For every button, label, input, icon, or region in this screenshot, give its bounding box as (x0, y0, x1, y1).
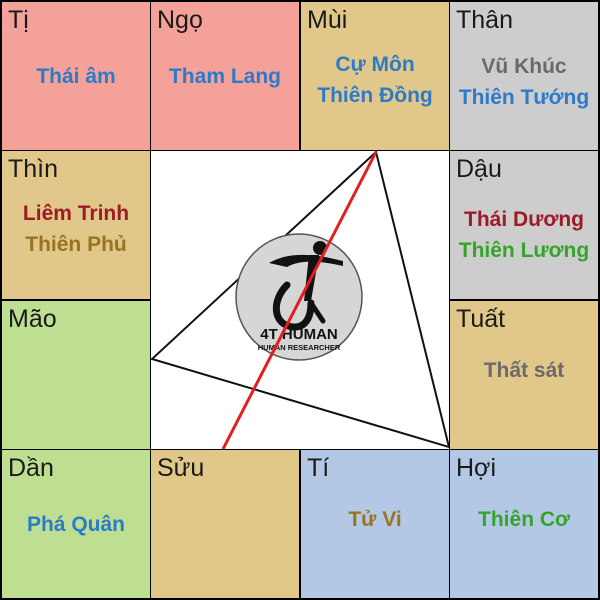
cell-hoi: Hợi Thiên Cơ (450, 450, 598, 598)
star-thien-luong: Thiên Lương (458, 239, 590, 262)
star-liem-trinh: Liêm Trinh (22, 202, 130, 225)
cell-name-ti-bottom: Tí (307, 454, 330, 482)
star-that-sat: Thất sát (483, 359, 565, 382)
logo-tagline: HUMAN RESEARCHER (258, 343, 341, 352)
cell-mui: Mùi Cự Môn Thiên Đồng (301, 2, 449, 150)
cell-mao: Mão (2, 301, 150, 449)
cell-ti-top: Tị Thái âm (2, 2, 150, 150)
cell-dau: Dậu Thái Dương Thiên Lương (450, 151, 598, 299)
logo-circle (235, 233, 363, 361)
cell-tuat: Tuất Thất sát (450, 301, 598, 449)
star-vu-khuc: Vũ Khúc (481, 55, 567, 78)
star-thien-tuong: Thiên Tướng (458, 86, 590, 109)
cell-name-mao: Mão (8, 305, 57, 333)
cell-name-than: Thân (456, 6, 513, 34)
logo-brand: 4T HUMAN (260, 326, 338, 343)
cell-name-tuat: Tuất (456, 305, 506, 333)
cell-thin: Thìn Liêm Trinh Thiên Phủ (2, 151, 150, 299)
red-diagonal-line (221, 151, 378, 449)
cell-name-ti-top: Tị (8, 6, 29, 34)
cell-name-suu: Sửu (157, 454, 205, 482)
star-tu-vi: Tử Vi (348, 508, 402, 531)
cell-name-dau: Dậu (456, 155, 502, 183)
star-thai-duong: Thái Dương (464, 208, 584, 231)
star-cu-mon: Cự Môn (335, 53, 415, 76)
star-thien-co: Thiên Cơ (478, 508, 570, 531)
cell-name-ngo: Ngọ (157, 6, 203, 34)
cell-ngo: Ngọ Tham Lang (151, 2, 299, 150)
cell-dan: Dần Phá Quân (2, 450, 150, 598)
star-thien-dong: Thiên Đồng (317, 84, 433, 107)
cell-name-thin: Thìn (8, 155, 59, 183)
cell-name-hoi: Hợi (456, 454, 497, 482)
cell-ti-bottom: Tí Tử Vi (301, 450, 449, 598)
star-pha-quan: Phá Quân (26, 513, 126, 536)
cell-name-mui: Mùi (307, 6, 348, 34)
cell-suu: Sửu (151, 450, 299, 598)
cell-than: Thân Vũ Khúc Thiên Tướng (450, 2, 598, 150)
star-thien-phu: Thiên Phủ (25, 233, 127, 256)
star-thai-am: Thái âm (36, 65, 116, 88)
cell-name-dan: Dần (8, 454, 54, 482)
center-panel: 4T HUMAN HUMAN RESEARCHER (151, 151, 449, 449)
star-tham-lang: Tham Lang (168, 65, 281, 88)
center-diagram: 4T HUMAN HUMAN RESEARCHER (151, 151, 449, 449)
